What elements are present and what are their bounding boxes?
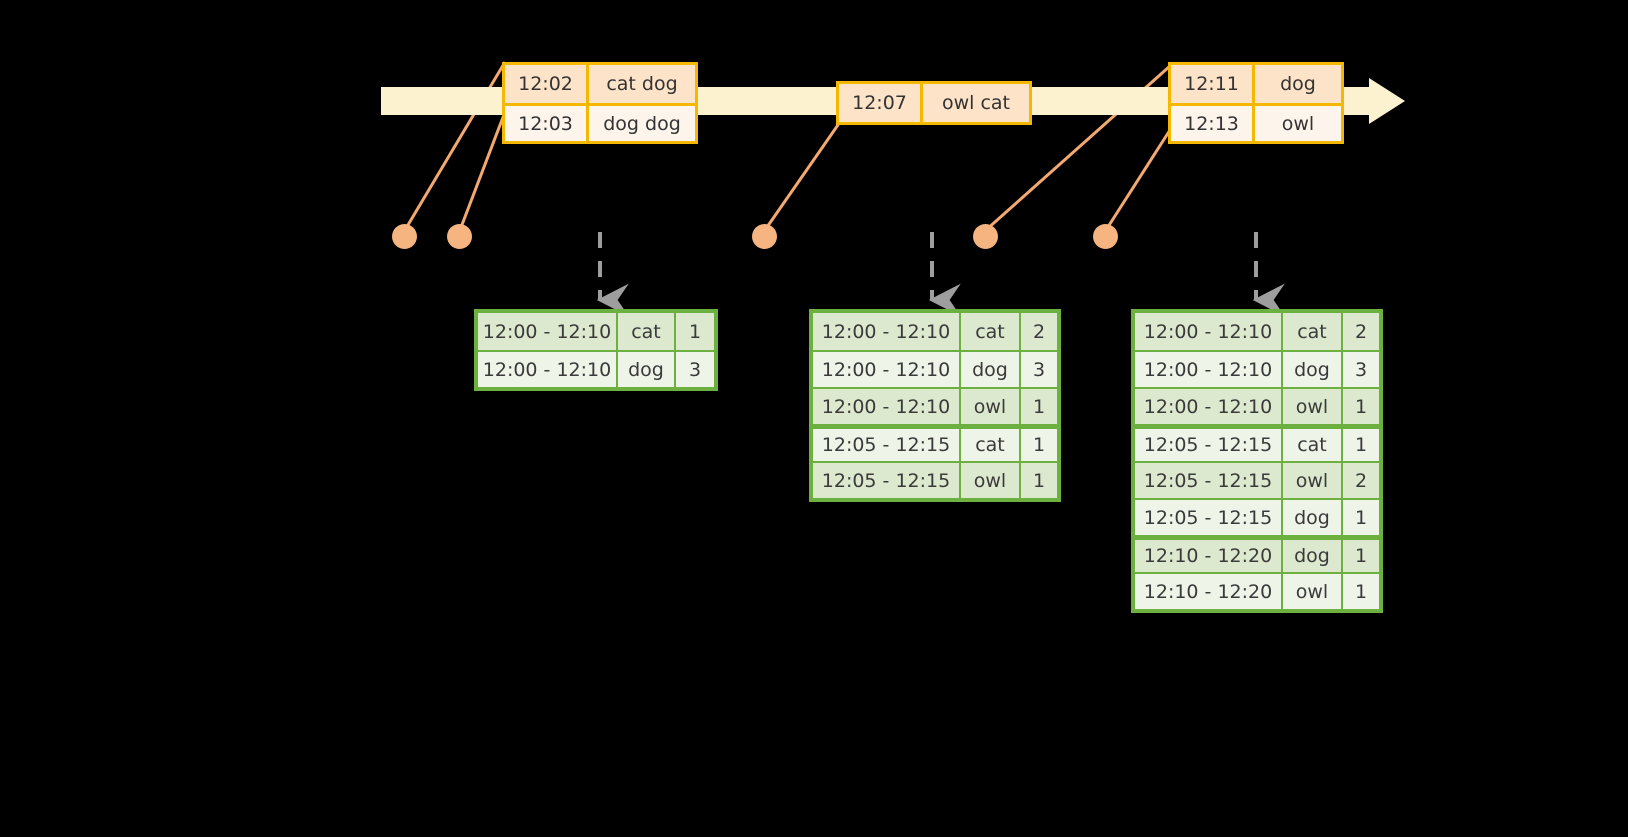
window-cell: 12:00 - 12:10 [813, 313, 961, 350]
window-cell: 12:00 - 12:10 [478, 313, 618, 350]
count-cell: 3 [1343, 352, 1379, 387]
event-row: 12:03 dog dog [505, 103, 695, 141]
window-cell: 12:05 - 12:15 [813, 463, 961, 498]
count-cell: 1 [1021, 429, 1057, 461]
window-cell: 12:00 - 12:10 [1135, 352, 1283, 387]
event-time: 12:03 [505, 106, 589, 141]
key-cell: owl [961, 463, 1021, 498]
event-time: 12:02 [505, 65, 589, 103]
key-cell: dog [1283, 540, 1343, 572]
event-words: cat dog [589, 65, 695, 103]
key-cell: owl [1283, 389, 1343, 424]
event-words: owl cat [923, 84, 1029, 122]
event-dot-5 [1093, 224, 1118, 249]
event-dot-1 [392, 224, 417, 249]
key-cell: dog [961, 352, 1021, 387]
count-cell: 2 [1021, 313, 1057, 350]
count-cell: 1 [676, 313, 714, 350]
count-cell: 1 [1343, 429, 1379, 461]
event-row: 12:11 dog [1171, 65, 1341, 103]
count-cell: 2 [1343, 463, 1379, 498]
key-cell: cat [618, 313, 676, 350]
event-words: dog [1255, 65, 1341, 103]
event-row: 12:02 cat dog [505, 65, 695, 103]
event-dot-3 [752, 224, 777, 249]
key-cell: dog [618, 352, 676, 387]
event-words: dog dog [589, 106, 695, 141]
key-cell: cat [1283, 313, 1343, 350]
key-cell: owl [1283, 463, 1343, 498]
window-cell: 12:00 - 12:10 [1135, 313, 1283, 350]
count-cell: 1 [1343, 389, 1379, 424]
event-row: 12:07 owl cat [839, 84, 1029, 122]
key-cell: dog [1283, 352, 1343, 387]
window-cell: 12:05 - 12:15 [1135, 500, 1283, 535]
key-cell: cat [1283, 429, 1343, 461]
window-cell: 12:10 - 12:20 [1135, 540, 1283, 572]
key-cell: cat [961, 429, 1021, 461]
window-cell: 12:00 - 12:10 [478, 352, 618, 387]
dashed-arrows [596, 232, 1285, 317]
event-row: 12:13 owl [1171, 103, 1341, 141]
window-cell: 12:00 - 12:10 [813, 352, 961, 387]
key-cell: owl [1283, 574, 1343, 609]
count-cell: 1 [1343, 540, 1379, 572]
key-cell: owl [961, 389, 1021, 424]
window-cell: 12:05 - 12:15 [813, 429, 961, 461]
key-cell: cat [961, 313, 1021, 350]
count-cell: 1 [1021, 389, 1057, 424]
event-box-2[interactable]: 12:07 owl cat [836, 81, 1032, 125]
event-time: 12:13 [1171, 106, 1255, 141]
event-dot-4 [973, 224, 998, 249]
count-cell: 1 [1343, 574, 1379, 609]
window-cell: 12:05 - 12:15 [1135, 463, 1283, 498]
window-cell: 12:10 - 12:20 [1135, 574, 1283, 609]
count-cell: 1 [1021, 463, 1057, 498]
count-cell: 2 [1343, 313, 1379, 350]
window-cell: 12:05 - 12:15 [1135, 429, 1283, 461]
timeline-arrow-icon [1369, 78, 1405, 124]
event-time: 12:11 [1171, 65, 1255, 103]
event-time: 12:07 [839, 84, 923, 122]
event-box-1[interactable]: 12:02 cat dog 12:03 dog dog [502, 62, 698, 144]
event-words: owl [1255, 106, 1341, 141]
event-box-3[interactable]: 12:11 dog 12:13 owl [1168, 62, 1344, 144]
count-cell: 3 [676, 352, 714, 387]
window-cell: 12:00 - 12:10 [813, 389, 961, 424]
window-cell: 12:00 - 12:10 [1135, 389, 1283, 424]
key-cell: dog [1283, 500, 1343, 535]
count-cell: 3 [1021, 352, 1057, 387]
count-cell: 1 [1343, 500, 1379, 535]
event-dot-2 [447, 224, 472, 249]
